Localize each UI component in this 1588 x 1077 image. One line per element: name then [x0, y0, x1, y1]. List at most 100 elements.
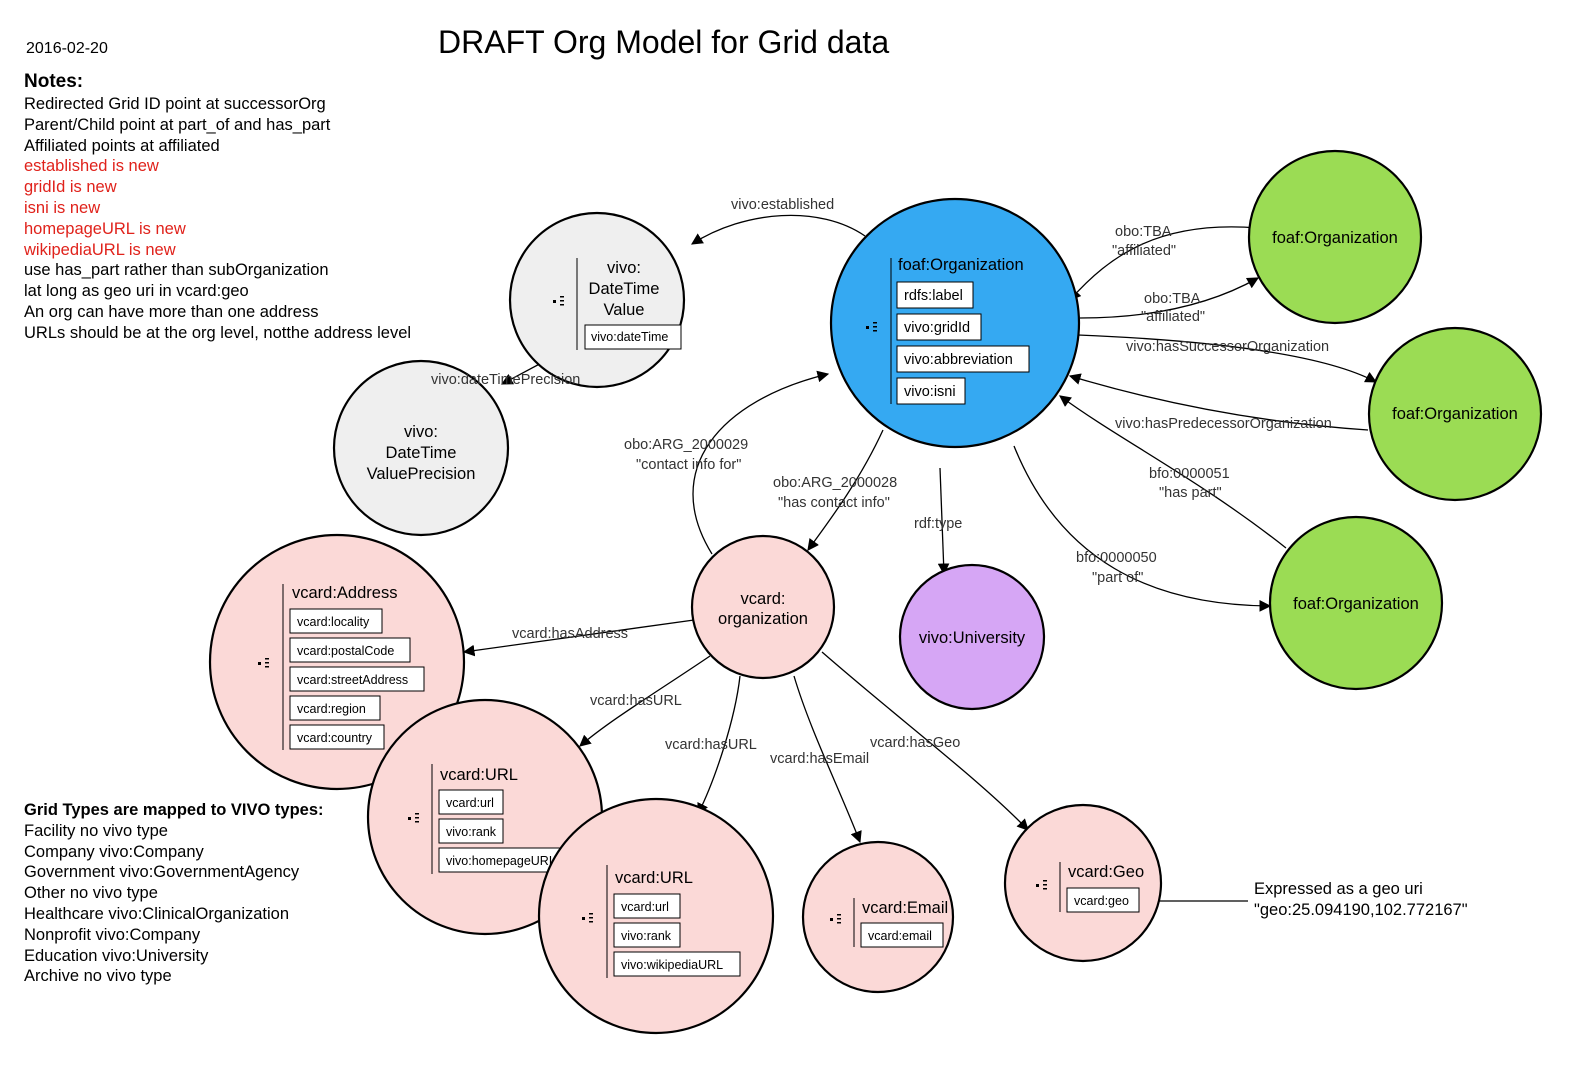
node-list-icon	[1036, 880, 1047, 890]
node-title: vcard:	[741, 590, 786, 608]
edge-label: obo:ARG_2000029	[624, 437, 748, 453]
edge-has-email	[793, 675, 862, 844]
edge-label: vivo:hasSuccessorOrganization	[1126, 339, 1329, 355]
edge-label: vcard:hasGeo	[870, 735, 960, 751]
edge-has-address	[462, 619, 695, 657]
note-line: Parent/Child point at part_of and has_pa…	[24, 115, 331, 134]
note-line-new: homepageURL is new	[24, 219, 186, 238]
edge-label: rdf:type	[914, 516, 962, 532]
edge-label: "affiliated"	[1112, 243, 1176, 259]
note-line: use has_part rather than subOrganization	[24, 261, 329, 280]
node-title: ValuePrecision	[367, 465, 476, 483]
edge-rdf-type	[937, 467, 950, 576]
edge-established	[691, 214, 866, 245]
prop-label: rdfs:label	[904, 288, 963, 304]
note-line: URLs should be at the org level, notthe …	[24, 323, 412, 342]
node-title: vcard:URL	[440, 766, 518, 784]
node-list-icon	[258, 658, 269, 668]
edge-predecessor	[1068, 373, 1369, 431]
node-title: foaf:Organization	[1272, 229, 1398, 247]
node-title: vcard:URL	[615, 869, 693, 887]
grid-types-heading: Grid Types are mapped to VIVO types:	[24, 801, 324, 819]
node-foaf-organization-affiliated: foaf:Organization	[1247, 149, 1423, 325]
edge-label: "has contact info"	[778, 495, 890, 511]
edge-label: bfo:0000050	[1076, 550, 1157, 566]
grid-type-line: Facility no vivo type	[24, 821, 168, 840]
edge-label: obo:ARG_2000028	[773, 475, 897, 491]
node-title: vcard:Geo	[1068, 863, 1144, 881]
geo-uri-annotation: Expressed as a geo uri "geo:25.094190,10…	[1254, 879, 1468, 921]
prop-label: vivo:gridId	[904, 320, 970, 336]
node-title: foaf:Organization	[1293, 595, 1419, 613]
node-title: foaf:Organization	[1392, 405, 1518, 423]
note-line-new: wikipediaURL is new	[24, 240, 176, 259]
edge-label: vcard:hasURL	[590, 693, 682, 709]
grid-type-line: Nonprofit vivo:Company	[24, 925, 201, 944]
note-line: Affiliated points at affiliated	[24, 136, 220, 155]
prop-label: vivo:homepageURL	[446, 854, 556, 868]
edge-label: "part of"	[1092, 570, 1143, 586]
node-title: foaf:Organization	[898, 256, 1024, 274]
grid-type-line: Archive no vivo type	[24, 967, 172, 986]
grid-type-line: Healthcare vivo:ClinicalOrganization	[24, 904, 290, 923]
diagram-date: 2016-02-20	[26, 40, 108, 57]
grid-types-panel: Grid Types are mapped to VIVO types: Fac…	[24, 800, 324, 987]
note-line-new: established is new	[24, 157, 159, 176]
node-vcard-url-wikipedia: vcard:URL vcard:url vivo:rank vivo:wikip…	[537, 797, 775, 1035]
node-datetime-value: vivo: DateTime Value vivo:dateTime	[508, 211, 686, 389]
grid-type-line: Company vivo:Company	[24, 842, 204, 861]
node-vcard-organization: vcard: organization	[690, 534, 836, 680]
note-line-new: isni is new	[24, 198, 101, 217]
edge-has-contact-info	[807, 429, 884, 551]
edge-affiliated-2	[1079, 277, 1260, 319]
node-title: organization	[718, 610, 808, 628]
edge-has-geo	[821, 651, 1029, 831]
edge-label: vcard:hasAddress	[512, 626, 628, 642]
node-foaf-organization-successor: foaf:Organization	[1367, 326, 1543, 502]
notes-panel: Notes: Redirected Grid ID point at succe…	[24, 70, 411, 344]
edge-label: "has part"	[1159, 485, 1222, 501]
edge-labels: vivo:established vivo:dateTimePrecision …	[431, 197, 1332, 767]
node-vcard-address: vcard:Address vcard:locality vcard:posta…	[208, 533, 466, 791]
edge-label: vivo:dateTimePrecision	[431, 372, 580, 388]
node-title: DateTime	[386, 444, 457, 462]
node-foaf-organization-part: foaf:Organization	[1268, 515, 1444, 691]
edge-label: vivo:established	[731, 197, 834, 213]
prop-label: vcard:region	[297, 702, 366, 716]
annotation-line: Expressed as a geo uri	[1254, 880, 1423, 898]
edge-contact-info-for	[692, 370, 830, 555]
edge-label: obo:TBA	[1144, 291, 1201, 307]
edge-part-of	[1013, 445, 1272, 612]
node-title: vivo:	[607, 259, 641, 277]
edge-label: vcard:hasURL	[665, 737, 757, 753]
prop-label: vivo:rank	[621, 929, 672, 943]
prop-label: vivo:abbreviation	[904, 352, 1013, 368]
node-foaf-organization-main: foaf:Organization rdfs:label vivo:gridId…	[829, 197, 1081, 449]
note-line-new: gridId is new	[24, 178, 117, 197]
note-line: lat long as geo uri in vcard:geo	[24, 282, 249, 301]
node-title: vivo:University	[919, 629, 1026, 647]
node-title: DateTime	[589, 280, 660, 298]
grid-type-line: Other no vivo type	[24, 884, 158, 903]
edge-label: "contact info for"	[636, 457, 741, 473]
node-list-icon	[553, 296, 564, 306]
node-title: vcard:Address	[292, 584, 397, 602]
edge-affiliated-1	[1069, 226, 1259, 301]
prop-label: vcard:postalCode	[297, 644, 394, 658]
prop-label: vivo:isni	[904, 384, 956, 400]
edge-label: "affiliated"	[1141, 309, 1205, 325]
diagram-title: DRAFT Org Model for Grid data	[438, 24, 890, 60]
edge-has-url-2	[697, 675, 741, 816]
node-vcard-geo: vcard:Geo vcard:geo	[1003, 803, 1163, 963]
node-list-icon	[582, 913, 593, 923]
note-line: An org can have more than one address	[24, 302, 319, 321]
note-line: Redirected Grid ID point at successorOrg	[24, 95, 326, 113]
grid-type-line: Government vivo:GovernmentAgency	[24, 863, 300, 882]
annotation-line: "geo:25.094190,102.772167"	[1254, 901, 1468, 919]
prop-label: vivo:wikipediaURL	[621, 958, 723, 972]
node-vivo-university: vivo:University	[898, 563, 1046, 711]
node-list-icon	[866, 322, 877, 332]
node-title: vivo:	[404, 423, 438, 441]
node-vcard-email: vcard:Email vcard:email	[801, 840, 955, 994]
